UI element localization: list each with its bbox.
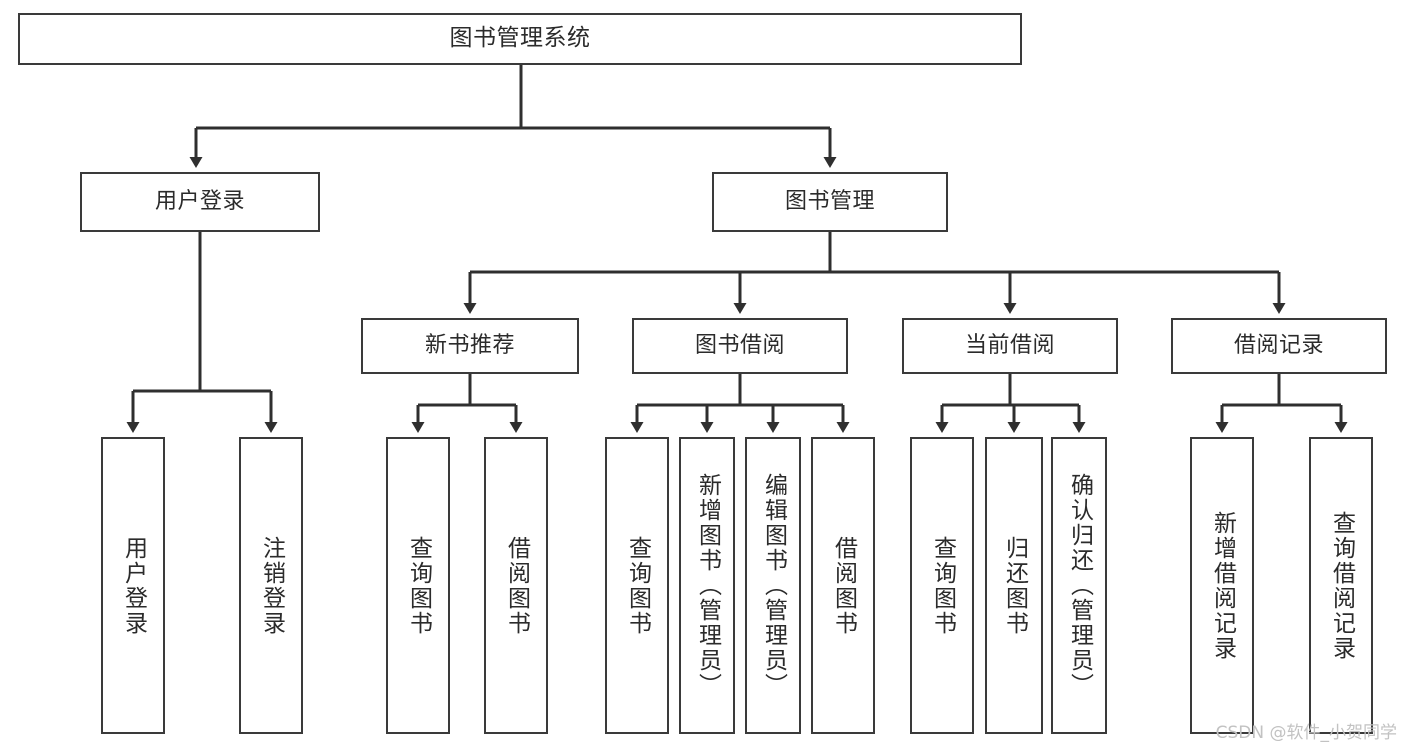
leaf-query-book-recommend[interactable]: 查询图书 xyxy=(386,437,450,734)
node-label: 用户登录 xyxy=(154,188,245,214)
leaf-borrow-book-recommend[interactable]: 借阅图书 xyxy=(484,437,548,734)
node-label: 新增借阅记录 xyxy=(1209,510,1236,661)
node-label: 确认归还（管理员） xyxy=(1066,473,1093,698)
leaf-edit-book[interactable]: 编辑图书（管理员） xyxy=(745,437,801,734)
node-root-system[interactable]: 图书管理系统 xyxy=(18,13,1022,65)
node-label: 查询图书 xyxy=(624,535,651,636)
watermark-text: CSDN @软件_小贺同学 xyxy=(1215,723,1397,743)
leaf-add-borrow-record[interactable]: 新增借阅记录 xyxy=(1190,437,1254,734)
leaf-confirm-return[interactable]: 确认归还（管理员） xyxy=(1051,437,1107,734)
node-label: 图书管理系统 xyxy=(449,25,591,52)
node-label: 借阅图书 xyxy=(503,535,530,636)
leaf-logout[interactable]: 注销登录 xyxy=(239,437,303,734)
node-label: 查询图书 xyxy=(929,535,956,636)
node-label: 用户登录 xyxy=(120,535,147,636)
leaf-query-book-borrow[interactable]: 查询图书 xyxy=(605,437,669,734)
node-new-book-recommend[interactable]: 新书推荐 xyxy=(361,318,579,374)
node-label: 借阅记录 xyxy=(1233,332,1324,358)
node-label: 新增图书（管理员） xyxy=(694,473,721,698)
node-label: 编辑图书（管理员） xyxy=(760,473,787,698)
node-label: 图书借阅 xyxy=(694,332,785,358)
leaf-return-book[interactable]: 归还图书 xyxy=(985,437,1043,734)
node-label: 归还图书 xyxy=(1001,535,1028,636)
node-label: 注销登录 xyxy=(258,535,285,636)
node-label: 新书推荐 xyxy=(424,332,515,358)
node-label: 查询借阅记录 xyxy=(1328,510,1355,661)
leaf-user-login[interactable]: 用户登录 xyxy=(101,437,165,734)
node-label: 借阅图书 xyxy=(830,535,857,636)
leaf-borrow-book[interactable]: 借阅图书 xyxy=(811,437,875,734)
node-label: 图书管理 xyxy=(784,188,875,214)
node-borrow-record[interactable]: 借阅记录 xyxy=(1171,318,1387,374)
node-current-borrow[interactable]: 当前借阅 xyxy=(902,318,1118,374)
leaf-query-book-current[interactable]: 查询图书 xyxy=(910,437,974,734)
node-book-management[interactable]: 图书管理 xyxy=(712,172,948,232)
node-book-borrow[interactable]: 图书借阅 xyxy=(632,318,848,374)
leaf-query-borrow-record[interactable]: 查询借阅记录 xyxy=(1309,437,1373,734)
node-label: 查询图书 xyxy=(405,535,432,636)
node-user-login[interactable]: 用户登录 xyxy=(80,172,320,232)
node-label: 当前借阅 xyxy=(964,332,1055,358)
leaf-add-book[interactable]: 新增图书（管理员） xyxy=(679,437,735,734)
